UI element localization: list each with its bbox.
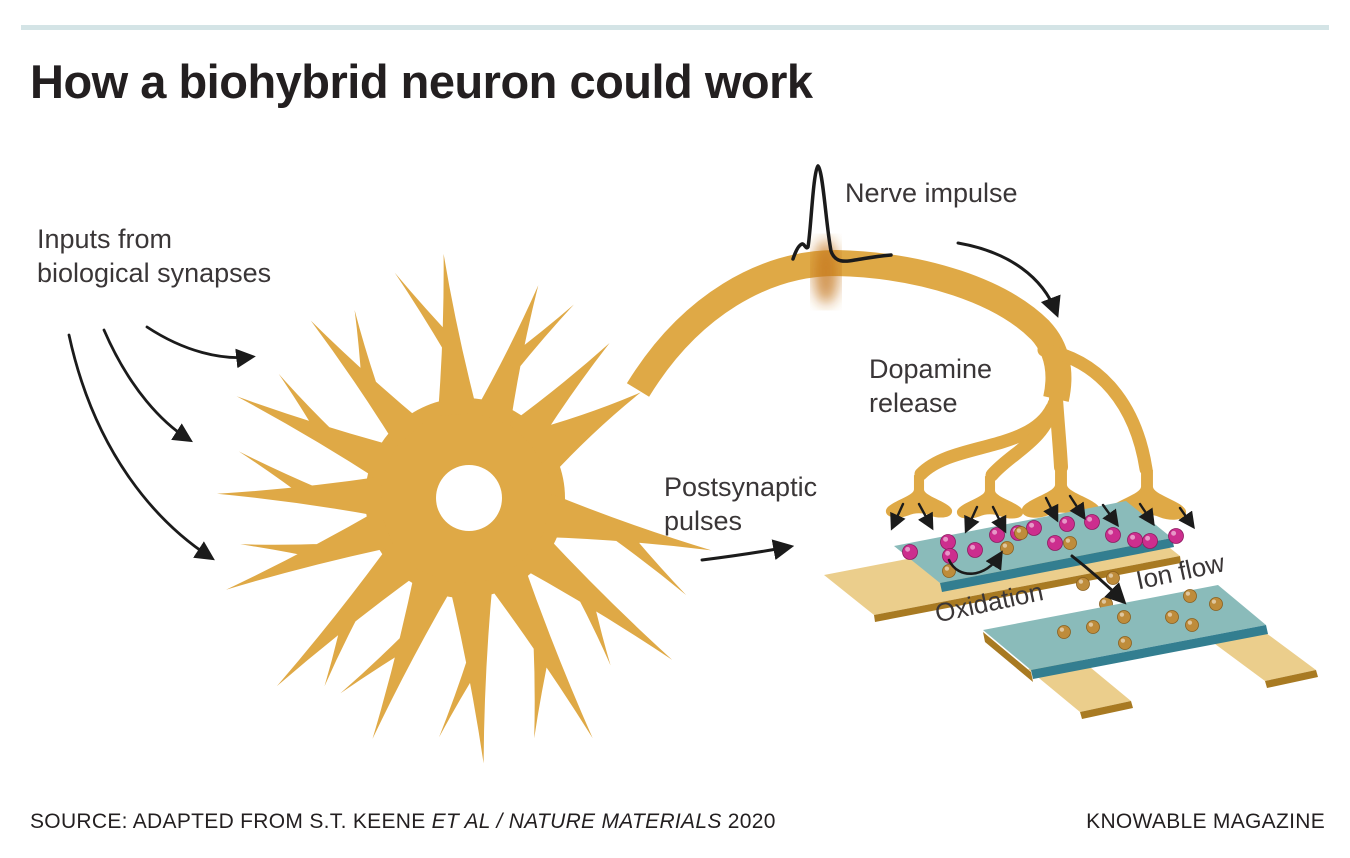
impulse-glow <box>813 240 839 304</box>
bottom-plate-left-edge <box>983 632 1033 682</box>
neuron-nucleus <box>436 465 502 531</box>
channel-film-edge <box>940 538 1174 592</box>
ion-flow-arrow <box>1070 554 1127 605</box>
source-credit: SOURCE: ADAPTED FROM S.T. KEENE ET AL / … <box>30 810 776 833</box>
electrode-leg-left-edge <box>1080 701 1133 719</box>
label-dopamine-release: Dopamine release <box>869 354 993 419</box>
synaptic-terminal <box>885 475 953 518</box>
postsynaptic-arrow <box>700 539 795 562</box>
axon <box>626 249 1072 402</box>
neuron-dendrites <box>217 253 712 764</box>
oxidation-cycle-arrow <box>947 550 1003 576</box>
inputs-arrow-1 <box>145 325 256 369</box>
label-postsynaptic-pulses: Postsynaptic pulses <box>664 472 818 537</box>
synaptic-terminal <box>956 476 1024 519</box>
dopamine-release-arrows <box>890 494 1195 534</box>
label-nerve-impulse: Nerve impulse <box>845 178 1018 208</box>
gate-electrode-edge <box>874 556 1181 622</box>
electrode-leg-right <box>1211 630 1316 681</box>
inputs-arrow-3 <box>67 333 215 561</box>
neuron-illustration <box>217 240 1072 764</box>
oxidized-ions-top <box>942 526 1077 578</box>
bottom-film-edge <box>1031 625 1268 679</box>
axon-terminals <box>885 343 1187 520</box>
label-inputs: Inputs from biological synapses <box>37 224 272 289</box>
footer: SOURCE: ADAPTED FROM S.T. KEENE ET AL / … <box>30 810 1325 834</box>
bottom-film-top <box>983 585 1266 670</box>
publisher-credit: KNOWABLE MAGAZINE <box>1086 810 1325 833</box>
nerve-impulse-waveform <box>791 164 893 263</box>
bottom-device-plate <box>983 585 1318 719</box>
page-title: How a biohybrid neuron could work <box>30 55 813 108</box>
nerve-impulse-arrow <box>956 241 1061 318</box>
ions-bottom-plate <box>1057 589 1223 650</box>
annotation-arrows <box>67 241 1195 605</box>
inputs-arrow-2 <box>102 328 193 443</box>
electrode-leg-right-edge <box>1265 670 1318 688</box>
top-teal-rule <box>21 25 1329 30</box>
